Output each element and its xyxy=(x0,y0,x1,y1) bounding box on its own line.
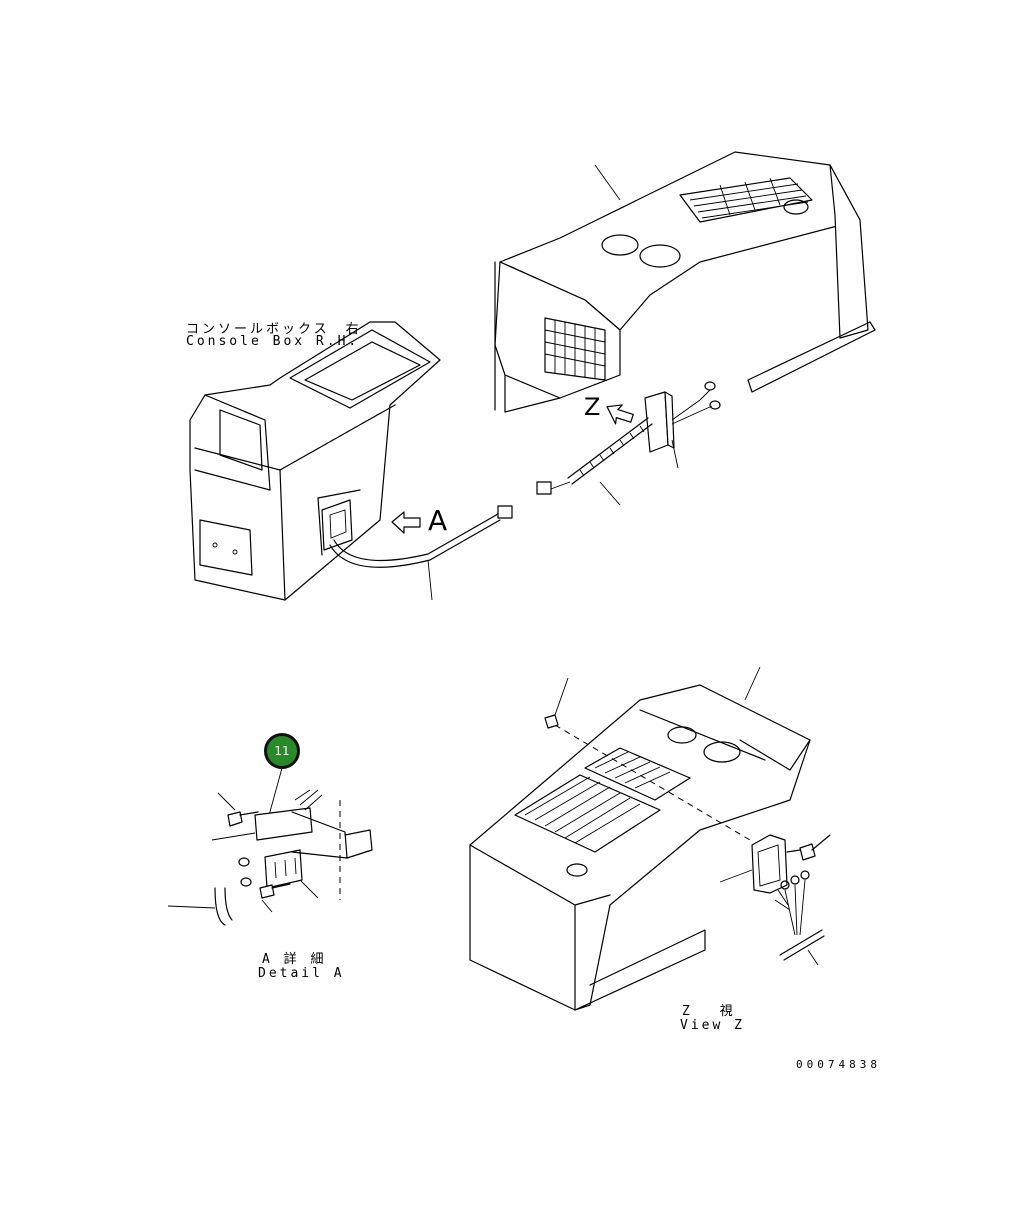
view-z-label-jp: Z 視 xyxy=(682,1004,736,1019)
detail-a-label-en: Detail A xyxy=(258,966,345,981)
arrow-z-label: Z xyxy=(584,393,601,421)
detail-a-label-jp: A 詳 細 xyxy=(262,952,327,967)
console-box-assembly xyxy=(189,321,513,601)
view-z-label-en: View Z xyxy=(680,1018,745,1033)
top-cover-assembly xyxy=(494,151,876,413)
connector-block xyxy=(536,381,721,506)
view-z-arrow xyxy=(606,404,634,425)
drawing-number: 00074838 xyxy=(796,1058,881,1071)
console-box-label-jp: コンソールボックス 右 xyxy=(186,322,362,337)
callout-11[interactable]: 11 xyxy=(264,733,300,769)
console-box-label-en: Console Box R.H. xyxy=(186,334,360,349)
view-z-drawing xyxy=(469,666,831,1011)
detail-a-drawing xyxy=(167,767,373,926)
arrow-a-label: A xyxy=(428,504,448,537)
